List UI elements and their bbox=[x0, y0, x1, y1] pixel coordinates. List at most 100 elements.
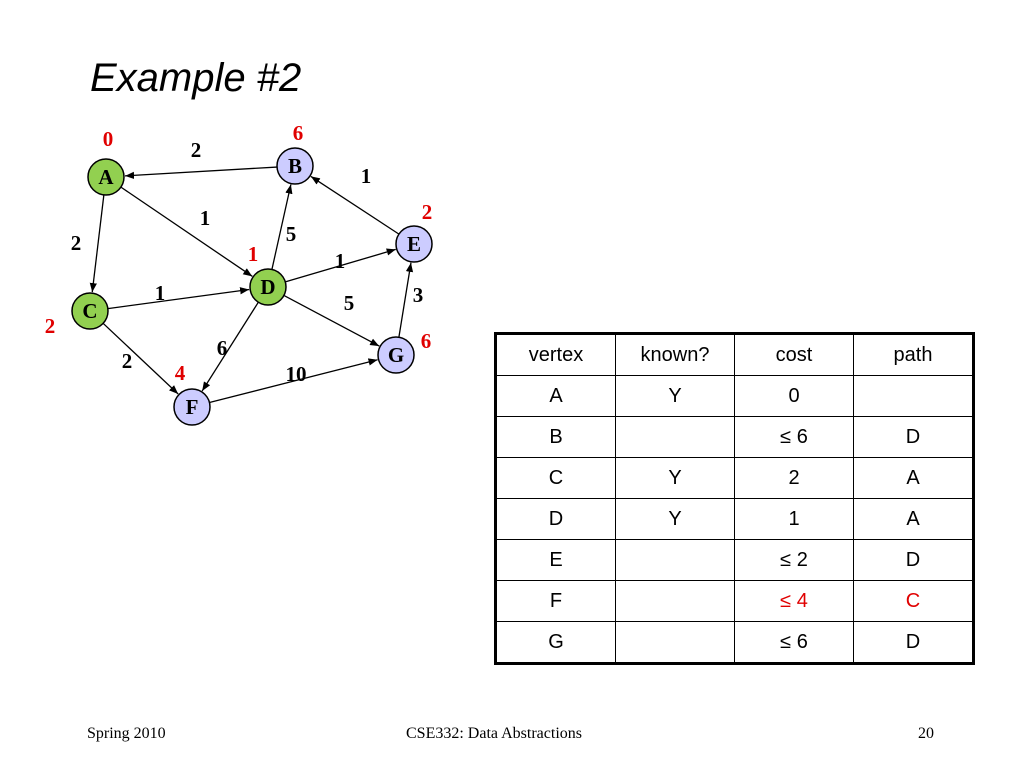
footer-course: CSE332: Data Abstractions bbox=[406, 725, 582, 742]
cell-cost: 2 bbox=[734, 457, 854, 499]
node-circle bbox=[71, 292, 109, 330]
edge-weight-label: 5 bbox=[286, 222, 297, 246]
cell-cost: ≤ 6 bbox=[734, 416, 854, 458]
edge-A-C bbox=[89, 194, 105, 293]
cell-path: A bbox=[853, 498, 974, 540]
cell-known bbox=[615, 621, 735, 664]
node-F: F bbox=[173, 388, 211, 426]
cell-known bbox=[615, 580, 735, 622]
node-circle bbox=[276, 147, 314, 185]
node-label: F bbox=[186, 395, 199, 419]
edge-D-B bbox=[271, 184, 293, 270]
slide-title: Example #2 bbox=[90, 56, 302, 100]
cell-path: D bbox=[853, 416, 974, 458]
edge-C-D bbox=[107, 287, 250, 310]
cell-cost: ≤ 6 bbox=[734, 621, 854, 664]
edge-weight-label: 10 bbox=[286, 362, 307, 386]
node-cost-label: 6 bbox=[293, 121, 304, 145]
node-label: G bbox=[388, 343, 404, 367]
cell-vertex: G bbox=[495, 621, 616, 664]
node-B: B bbox=[276, 147, 314, 185]
edge-E-B bbox=[310, 175, 400, 235]
node-circle bbox=[395, 225, 433, 263]
edge-weight-label: 1 bbox=[155, 281, 166, 305]
cell-cost: 0 bbox=[734, 375, 854, 417]
edge-D-F bbox=[201, 301, 259, 392]
cell-path bbox=[853, 375, 974, 417]
node-label: D bbox=[260, 275, 275, 299]
cell-vertex: D bbox=[495, 498, 616, 540]
node-circle bbox=[377, 336, 415, 374]
edge-weight-label: 1 bbox=[200, 206, 211, 230]
table-header-row: vertex known? cost path bbox=[495, 333, 974, 376]
node-cost-label: 4 bbox=[175, 361, 186, 385]
edge-G-E bbox=[398, 262, 414, 338]
cell-cost: ≤ 4 bbox=[734, 580, 854, 622]
cell-vertex: C bbox=[495, 457, 616, 499]
edge-weight-label: 2 bbox=[71, 231, 82, 255]
footer-date: Spring 2010 bbox=[87, 725, 166, 742]
cell-path: A bbox=[853, 457, 974, 499]
footer-page-number: 20 bbox=[918, 725, 934, 742]
edge-weight-label: 1 bbox=[335, 249, 346, 273]
node-label: A bbox=[98, 165, 114, 189]
node-circle bbox=[249, 268, 287, 306]
cell-path: C bbox=[853, 580, 974, 622]
header-vertex: vertex bbox=[495, 333, 616, 376]
cell-vertex: B bbox=[495, 416, 616, 458]
node-circle bbox=[173, 388, 211, 426]
header-known: known? bbox=[615, 333, 735, 376]
node-label: E bbox=[407, 232, 421, 256]
cell-cost: 1 bbox=[734, 498, 854, 540]
cell-cost: ≤ 2 bbox=[734, 539, 854, 581]
edge-weight-label: 1 bbox=[361, 164, 372, 188]
edge-weight-label: 2 bbox=[122, 349, 133, 373]
nodes-layer: A B C D E F G bbox=[71, 147, 433, 426]
header-path: path bbox=[853, 333, 974, 376]
cell-vertex: F bbox=[495, 580, 616, 622]
edge-B-A bbox=[124, 166, 278, 180]
cost-labels-layer: 0 6 2 1 2 4 6 bbox=[45, 121, 433, 385]
cell-vertex: E bbox=[495, 539, 616, 581]
edge-D-E bbox=[285, 248, 396, 283]
node-cost-label: 6 bbox=[421, 329, 432, 353]
node-label: C bbox=[82, 299, 97, 323]
node-E: E bbox=[395, 225, 433, 263]
edge-weight-label: 2 bbox=[191, 138, 202, 162]
cell-known bbox=[615, 539, 735, 581]
edge-weight-label: 6 bbox=[217, 336, 228, 360]
cell-known: Y bbox=[615, 375, 735, 417]
edge-D-G bbox=[283, 294, 380, 347]
node-cost-label: 1 bbox=[248, 242, 259, 266]
node-circle bbox=[87, 158, 125, 196]
node-A: A bbox=[87, 158, 125, 196]
cell-known: Y bbox=[615, 498, 735, 540]
node-cost-label: 0 bbox=[103, 127, 114, 151]
cell-path: D bbox=[853, 621, 974, 664]
cell-vertex: A bbox=[495, 375, 616, 417]
cell-path: D bbox=[853, 539, 974, 581]
node-cost-label: 2 bbox=[45, 314, 56, 338]
node-cost-label: 2 bbox=[422, 200, 433, 224]
node-G: G bbox=[377, 336, 415, 374]
edge-F-G bbox=[209, 358, 378, 404]
header-cost: cost bbox=[734, 333, 854, 376]
node-D: D bbox=[249, 268, 287, 306]
node-label: B bbox=[288, 154, 302, 178]
edges-layer bbox=[89, 166, 414, 404]
node-C: C bbox=[71, 292, 109, 330]
edge-C-F bbox=[102, 322, 179, 395]
cell-known: Y bbox=[615, 457, 735, 499]
cell-known bbox=[615, 416, 735, 458]
edge-weight-label: 5 bbox=[344, 291, 355, 315]
